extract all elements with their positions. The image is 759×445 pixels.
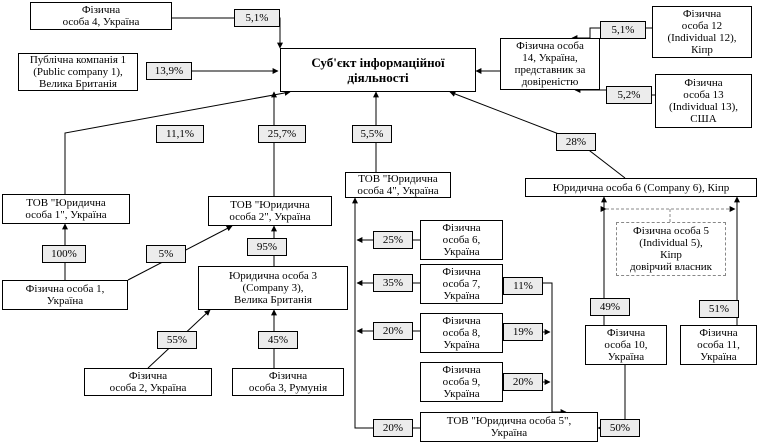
node-fo10: Фізична особа 10, Україна	[585, 325, 667, 365]
pct-yo2: 25,7%	[258, 125, 306, 143]
node-fo12: Фізична особа 12 (Individual 12), Кіпр	[652, 6, 752, 58]
pct-yo5-yo4: 20%	[373, 419, 413, 437]
pct-fo7-yo5: 11%	[503, 277, 543, 295]
node-fo4: Фізична особа 4, Україна	[30, 2, 172, 30]
pct-yo6: 28%	[556, 133, 596, 151]
node-yo3: Юридична особа 3 (Company 3), Велика Бри…	[198, 266, 348, 310]
pct-fo8-yo5: 19%	[503, 323, 543, 341]
node-fo8: Фізична особа 8, Україна	[420, 313, 503, 353]
node-yo2: ТОВ "Юридична особа 2", Україна	[208, 196, 332, 226]
pct-fo10: 49%	[590, 298, 630, 316]
pct-fo1-yo2: 5%	[146, 245, 186, 263]
edge-fo7-yo5	[503, 282, 567, 415]
node-fo5: Фізична особа 5 (Individual 5), Кіпр дов…	[616, 222, 726, 276]
edge-yo6-main	[449, 91, 626, 179]
node-yo4: ТОВ "Юридична особа 4", Україна	[345, 172, 451, 198]
pct-yo6-yo5: 50%	[600, 419, 640, 437]
pct-yo1: 11,1%	[156, 125, 204, 143]
edge-yo1-main	[64, 90, 291, 194]
node-fo6: Фізична особа 6, Україна	[420, 220, 503, 260]
pct-fo3: 45%	[258, 331, 298, 349]
node-fo9: Фізична особа 9, Україна	[420, 362, 503, 402]
pct-fo6: 25%	[373, 231, 413, 249]
node-fo2: Фізична особа 2, Україна	[84, 368, 212, 396]
node-fo14: Фізична особа 14, Україна, представник з…	[500, 38, 600, 90]
node-fo3: Фізична особа 3, Румунія	[232, 368, 344, 396]
pct-fo13: 5,2%	[606, 86, 652, 104]
node-yo1: ТОВ "Юридична особа 1", Україна	[2, 194, 130, 224]
pct-fo12: 5,1%	[600, 21, 646, 39]
pct-pc1: 13,9%	[146, 62, 192, 80]
pct-fo1-yo1: 100%	[42, 245, 86, 263]
node-fo11: Фізична особа 11, Україна	[680, 325, 757, 365]
node-yo6: Юридична особа 6 (Company 6), Кіпр	[525, 178, 757, 197]
node-fo13: Фізична особа 13 (Individual 13), США	[655, 74, 752, 128]
pct-fo4: 5,1%	[234, 9, 280, 27]
node-pc1: Публічна компанія 1 (Public company 1), …	[18, 53, 138, 91]
pct-fo9: 20%	[503, 373, 543, 391]
pct-fo11: 51%	[699, 300, 739, 318]
node-yo5: ТОВ "Юридична особа 5", Україна	[420, 412, 598, 442]
pct-fo8-yo4: 20%	[373, 322, 413, 340]
node-main: Суб'єкт інформаційної діяльності	[280, 48, 476, 92]
pct-fo7-yo4: 35%	[373, 274, 413, 292]
pct-fo2: 55%	[157, 331, 197, 349]
pct-yo3-yo2: 95%	[247, 238, 287, 256]
pct-yo4: 5,5%	[352, 125, 392, 143]
node-fo1: Фізична особа 1, Україна	[2, 280, 128, 310]
node-fo7: Фізична особа 7, Україна	[420, 264, 503, 304]
